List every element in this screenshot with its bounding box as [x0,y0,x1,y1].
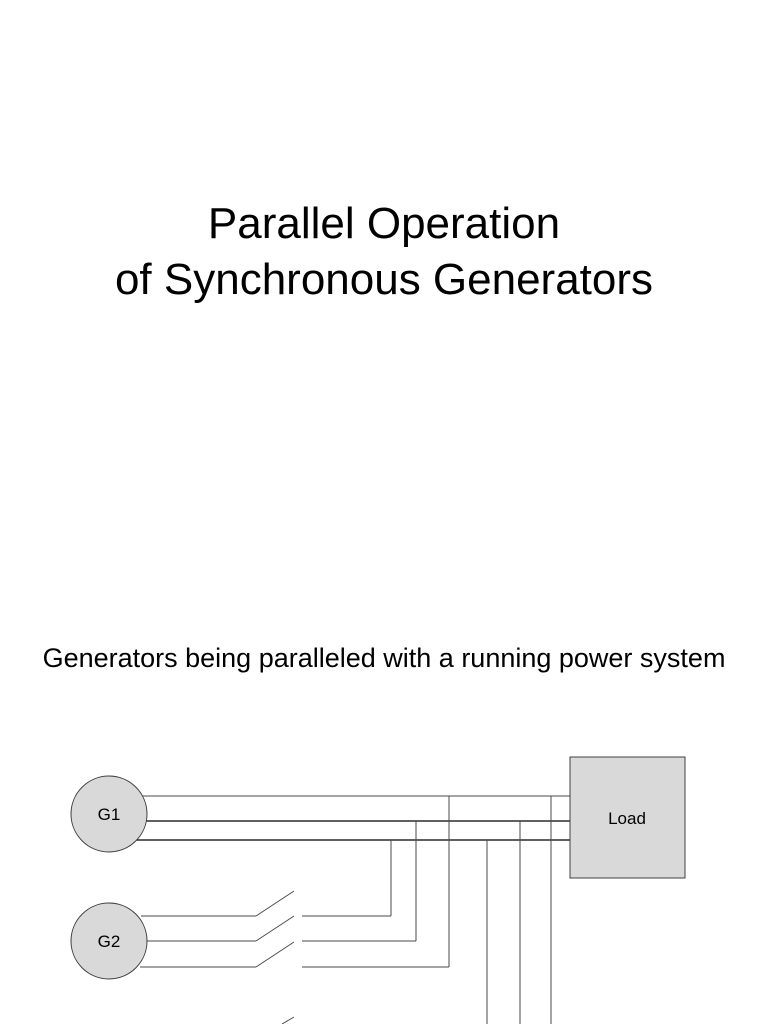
switch-blade-3 [255,941,295,968]
generator-g2: G2 [70,902,148,980]
page-title: Parallel Operation of Synchronous Genera… [0,196,768,308]
generator-g1-label: G1 [98,805,121,824]
load-box [569,756,686,879]
generator-g2-symbol [70,902,148,980]
bus-lines [136,795,571,841]
load-block: Load [569,756,686,879]
generator-g1-symbol [70,775,148,853]
load-label: Load [608,809,646,828]
title-line-2: of Synchronous Generators [114,255,654,304]
g2-breaker [140,890,295,1024]
title-line-1: Parallel Operation [207,199,561,248]
lower-taps [486,796,552,1024]
switch-blade-2 [255,915,295,942]
g2-taps [302,796,450,968]
slide-subtitle: Generators being paralleled with a runni… [42,643,726,673]
switch-blade-1 [255,890,295,917]
generator-g2-label: G2 [98,932,121,951]
generator-g1: G1 [70,775,148,853]
switch-blade-4 [281,1016,295,1024]
